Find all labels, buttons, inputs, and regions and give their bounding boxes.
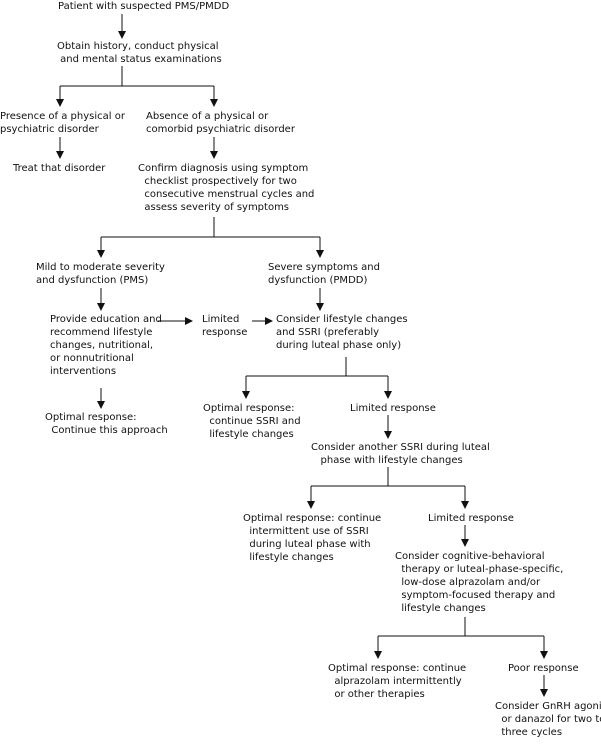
node-obtain-history: Obtain history, conduct physical and men… [57,41,222,65]
node-consider-lifestyle-ssri: Consider lifestyle changes and SSRI (pre… [276,314,408,351]
node-poor-response: Poor response [508,663,579,674]
node-consider-cbt-alprazolam: Consider cognitive-behavioral therapy or… [395,551,564,614]
node-limited-response-1: Limited response [202,314,248,338]
node-optimal-continue-approach: Optimal response: Continue this approach [45,412,168,436]
node-optimal-alprazolam: Optimal response: continue alprazolam in… [328,663,467,700]
node-confirm-diagnosis: Confirm diagnosis using symptom checklis… [138,163,315,213]
node-provide-education: Provide education and recommend lifestyl… [50,314,162,377]
node-consider-gnrh: Consider GnRH agonist or danazol for two… [495,701,601,738]
node-severe-symptoms: Severe symptoms and dysfunction (PMDD) [268,262,380,286]
node-treat-disorder: Treat that disorder [13,163,106,174]
node-mild-moderate: Mild to moderate severity and dysfunctio… [36,262,165,286]
node-limited-response-3: Limited response [428,513,514,524]
node-patient-suspected: Patient with suspected PMS/PMDD [58,1,230,12]
node-absence-disorder: Absence of a physical or comorbid psychi… [146,111,295,135]
node-consider-another-ssri: Consider another SSRI during luteal phas… [311,442,490,466]
node-optimal-intermittent-ssri: Optimal response: continue intermittent … [243,513,382,563]
node-optimal-continue-ssri: Optimal response: continue SSRI and life… [203,403,301,440]
node-presence-disorder: Presence of a physical or psychiatric di… [0,111,125,135]
node-limited-response-2: Limited response [350,403,436,414]
